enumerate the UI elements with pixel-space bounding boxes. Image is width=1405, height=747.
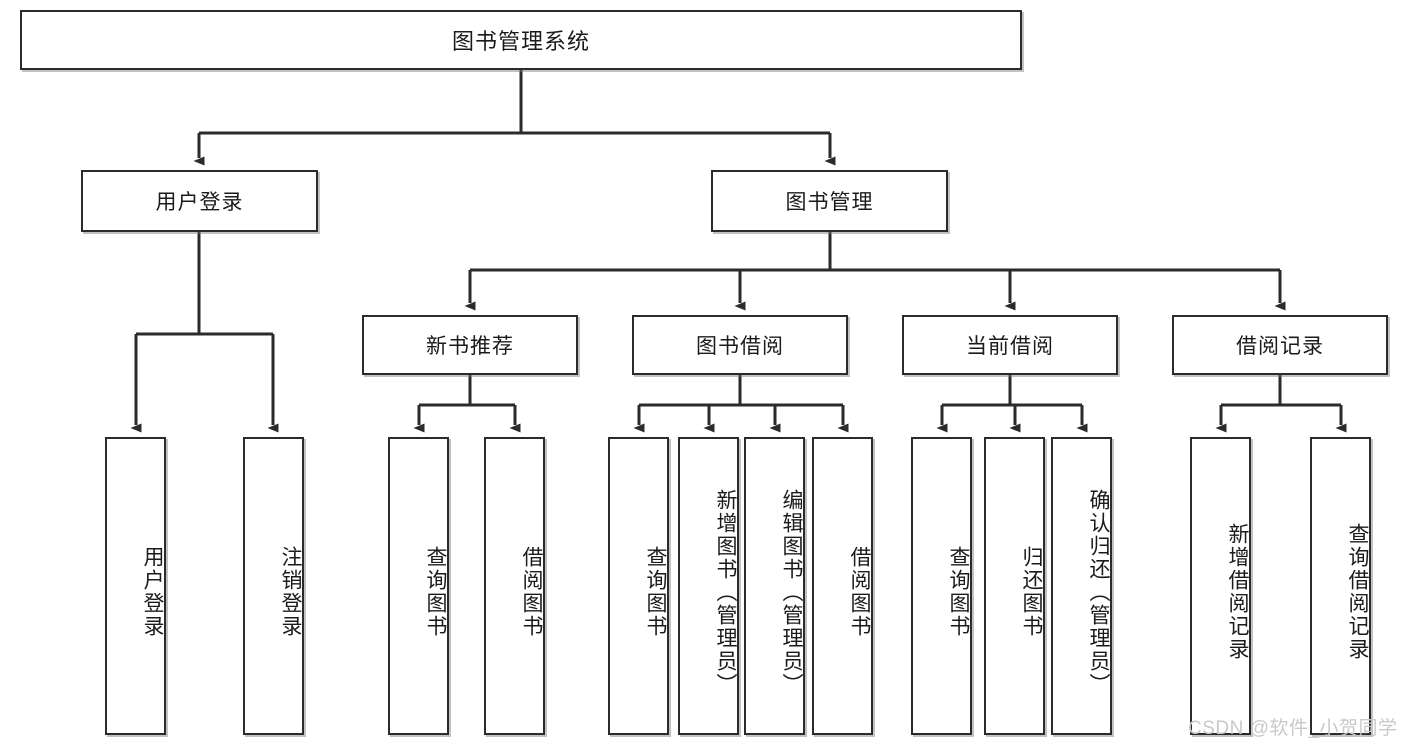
node-borrow-record[interactable]: 借阅记录 bbox=[1172, 315, 1388, 375]
leaf-query-book-recommend[interactable]: 查询图书 bbox=[388, 437, 449, 735]
node-root[interactable]: 图书管理系统 bbox=[20, 10, 1022, 70]
leaf-query-book-current[interactable]: 查询图书 bbox=[911, 437, 972, 735]
node-user-login[interactable]: 用户登录 bbox=[81, 170, 318, 232]
node-book-borrow[interactable]: 图书借阅 bbox=[632, 315, 848, 375]
leaf-confirm-return-admin[interactable]: 确认归还（管理员） bbox=[1051, 437, 1112, 735]
leaf-user-logout[interactable]: 注销登录 bbox=[243, 437, 304, 735]
leaf-edit-book-admin[interactable]: 编辑图书（管理员） bbox=[744, 437, 805, 735]
leaf-user-login[interactable]: 用户登录 bbox=[105, 437, 166, 735]
node-book-manage[interactable]: 图书管理 bbox=[711, 170, 948, 232]
leaf-query-borrow-record[interactable]: 查询借阅记录 bbox=[1310, 437, 1371, 735]
csdn-watermark: CSDN @软件_小贺同学 bbox=[1188, 718, 1398, 739]
leaf-borrow-book-recommend[interactable]: 借阅图书 bbox=[484, 437, 545, 735]
leaf-borrow-book[interactable]: 借阅图书 bbox=[812, 437, 873, 735]
node-new-book-recommend[interactable]: 新书推荐 bbox=[362, 315, 578, 375]
leaf-add-borrow-record[interactable]: 新增借阅记录 bbox=[1190, 437, 1251, 735]
node-current-borrow[interactable]: 当前借阅 bbox=[902, 315, 1118, 375]
leaf-query-book-borrow[interactable]: 查询图书 bbox=[608, 437, 669, 735]
leaf-add-book-admin[interactable]: 新增图书（管理员） bbox=[678, 437, 739, 735]
leaf-return-book[interactable]: 归还图书 bbox=[984, 437, 1045, 735]
